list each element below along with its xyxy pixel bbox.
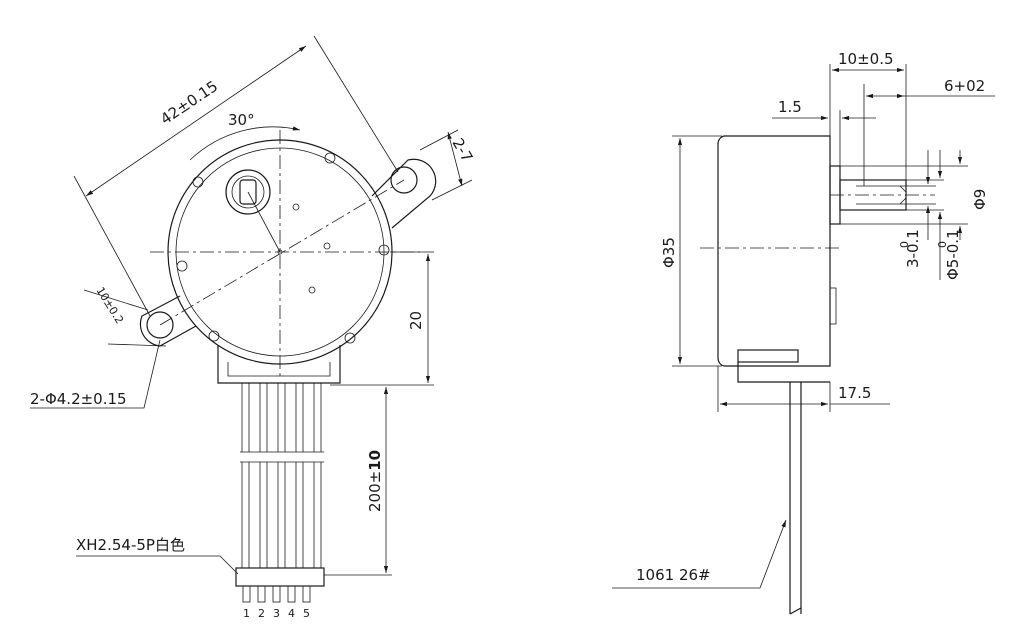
lead-exit-inner [227, 362, 331, 377]
dim-shaft-tol: 0 [936, 241, 949, 248]
mounting-hole-left [146, 311, 174, 339]
mounting-hole-right [390, 166, 418, 194]
dim-42-ext-left [73, 175, 151, 317]
side-view: Φ35 10±0.5 6+02 1.5 Φ9 3-0.1 0 [612, 50, 995, 615]
rim-bump [292, 203, 300, 211]
rim-bump [208, 330, 220, 342]
rim-bump [323, 242, 331, 250]
shaft-radius [247, 191, 281, 253]
dim-hole-span: 42±0.15 [157, 77, 221, 128]
rim-bump [308, 286, 316, 294]
dim-flange-ext [431, 179, 473, 201]
connector-leader [76, 555, 239, 575]
wire-leader [612, 519, 787, 589]
rim-bump [192, 176, 204, 188]
dim-boss: 1.5 [778, 98, 802, 116]
pin-label-3: 3 [273, 607, 280, 620]
rim-bump [378, 244, 390, 256]
side-body [717, 135, 831, 367]
dim-flange-line [447, 131, 463, 187]
pin-label-4: 4 [288, 607, 295, 620]
wire-label: 1061 26# [636, 566, 711, 584]
pin-label-5: 5 [303, 607, 310, 620]
dim-42-ext-right [313, 35, 399, 173]
dim-shaft-dia: Φ5-0.1 [944, 229, 962, 280]
pin-label-1: 1 [243, 607, 250, 620]
dim-offset: 20 [407, 311, 425, 330]
dim-depth: 17.5 [838, 384, 871, 402]
dim-holes: 2-Φ4.2±0.15 [30, 390, 127, 408]
connector-label: XH2.54-5P白色 [76, 536, 185, 554]
dim-flat-tol: 0 [898, 241, 911, 248]
rim-bump [176, 260, 188, 272]
dim-42-line [85, 45, 307, 197]
angle-arc [189, 126, 301, 161]
side-tab [829, 287, 837, 325]
dim-ear-ext [83, 289, 149, 311]
center-line-diag [159, 179, 405, 326]
side-wire-end [789, 607, 802, 615]
rim-bump [324, 152, 336, 164]
dim-flange-thk: 2-7 [449, 135, 477, 165]
dim-ear-width: 10±0.2 [93, 285, 126, 326]
connector-pins [242, 585, 311, 603]
dim-ear-ext [107, 343, 167, 347]
holes-leader [30, 339, 161, 409]
dim-angle: 30° [228, 111, 255, 129]
front-view: 30° 42±0.15 2-7 10±0.2 2-Φ4.2±0.15 20 [30, 35, 477, 620]
side-lead-exit [737, 349, 799, 363]
dim-body-dia: Φ35 [660, 237, 678, 268]
center-point [277, 249, 283, 255]
dim-lead-len: 200±10 [366, 450, 384, 512]
mounting-ear-right [371, 158, 437, 229]
rim-bump [344, 332, 356, 344]
lead-wires [240, 383, 324, 568]
dim-flat: 3-0.1 [904, 229, 922, 268]
pin-label-2: 2 [258, 607, 265, 620]
dim-shaft-len: 10±0.5 [838, 50, 894, 68]
side-lead-housing [737, 362, 830, 383]
mounting-ear-left [139, 295, 197, 347]
lead-exit [217, 345, 341, 384]
connector-housing [235, 567, 325, 587]
dim-flat-len: 6+02 [944, 77, 985, 95]
dim-boss-dia: Φ9 [971, 189, 989, 210]
